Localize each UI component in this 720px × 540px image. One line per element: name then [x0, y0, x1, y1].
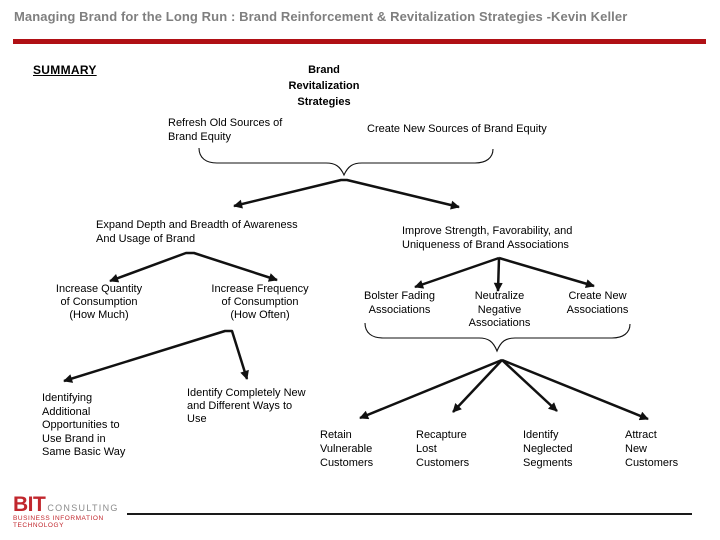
- arrow-to-retain: [359, 358, 503, 420]
- node-expand-depth-breadth: Expand Depth and Breadth of Awareness An…: [96, 219, 298, 245]
- node-attract-new: Attract New Customers: [625, 429, 679, 469]
- node-identify-neglected: Identify Neglected Segments: [523, 429, 573, 469]
- arrow-expand-split: [109, 251, 278, 283]
- arrow-to-identify-neglected: [501, 359, 558, 412]
- node-refresh-old-sources: Refresh Old Sources of Brand Equity: [168, 117, 283, 143]
- node-identify-completely-new: Identify Completely New and Different Wa…: [187, 387, 306, 425]
- logo-tagline: BUSINESS INFORMATION TECHNOLOGY: [13, 515, 104, 529]
- logo-consulting-text: CONSULTING: [47, 503, 119, 513]
- arrow-frequency-split: [63, 329, 249, 383]
- arrow-to-attract: [501, 358, 649, 421]
- arrow-improve-to-neutralize: [493, 257, 503, 292]
- node-increase-frequency: Increase Frequency of Consumption (How O…: [211, 283, 309, 321]
- node-root: Brand Revitalization Strategies: [288, 64, 360, 108]
- node-improve-strength: Improve Strength, Favorability, and Uniq…: [402, 225, 573, 251]
- logo-bit-text: BIT: [13, 493, 46, 516]
- slide-title: Managing Brand for the Long Run : Brand …: [14, 9, 628, 24]
- footer-divider-line: [127, 513, 692, 515]
- node-recapture-lost: Recapture Lost Customers: [416, 429, 470, 469]
- title-divider-line: [13, 39, 706, 44]
- summary-label: SUMMARY: [33, 63, 97, 77]
- brace-top-level: [198, 147, 494, 177]
- node-bolster-fading: Bolster Fading Associations: [364, 290, 435, 316]
- arrow-improve-to-bolster: [414, 256, 500, 289]
- node-create-new-associations: Create New Associations: [566, 290, 629, 316]
- arrow-to-recapture: [452, 359, 503, 413]
- node-neutralize-negative: Neutralize Negative Associations: [468, 290, 531, 329]
- node-retain-vulnerable: Retain Vulnerable Customers: [320, 429, 374, 469]
- node-increase-quantity: Increase Quantity of Consumption (How Mu…: [55, 283, 143, 321]
- node-identifying-additional: Identifying Additional Opportunities to …: [42, 392, 126, 458]
- arrow-root-split: [233, 178, 460, 210]
- node-create-new-sources: Create New Sources of Brand Equity: [367, 123, 547, 135]
- arrow-improve-to-create-new: [498, 256, 595, 289]
- bit-consulting-logo: BIT CONSULTING BUSINESS INFORMATION TECH…: [13, 493, 133, 529]
